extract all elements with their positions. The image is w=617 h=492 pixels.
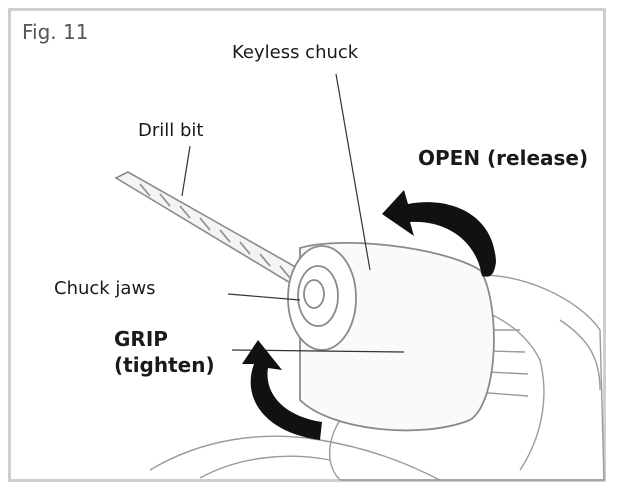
label-open-release: OPEN (release) <box>418 146 589 170</box>
label-grip: GRIP <box>114 327 168 351</box>
label-tighten: (tighten) <box>114 353 215 377</box>
label-chuck-jaws: Chuck jaws <box>54 278 156 299</box>
drill-bit-shape <box>114 171 324 298</box>
grip-rotation-arrow-icon <box>242 340 322 440</box>
figure-number: Fig. 11 <box>22 20 89 44</box>
label-keyless-chuck: Keyless chuck <box>232 42 359 63</box>
label-grip-tighten: GRIP (tighten) <box>114 326 215 378</box>
label-drill-bit: Drill bit <box>138 120 204 141</box>
keyless-chuck-shape <box>287 242 495 432</box>
figure-frame <box>8 8 606 482</box>
open-rotation-arrow-icon <box>382 190 496 277</box>
